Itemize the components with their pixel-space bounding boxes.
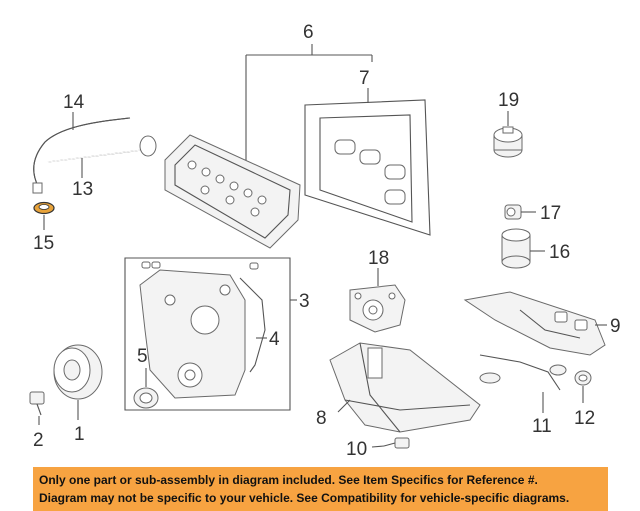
callout-16: 16 xyxy=(549,242,570,263)
callout-15: 15 xyxy=(33,233,54,254)
callout-3: 3 xyxy=(299,291,310,312)
pickup-oring-part xyxy=(574,370,592,386)
crankshaft-pulley-part xyxy=(53,344,103,400)
oil-filter-part xyxy=(501,228,531,269)
oil-filter-adapter-part xyxy=(504,204,522,220)
disclaimer-banner: Only one part or sub-assembly in diagram… xyxy=(33,467,608,511)
callout-17: 17 xyxy=(540,203,561,224)
oil-pickup-tube-part xyxy=(479,354,567,391)
dipstick-part xyxy=(47,135,157,163)
callout-10: 10 xyxy=(346,439,367,460)
pulley-bolt-part xyxy=(29,391,45,416)
callout-12: 12 xyxy=(574,408,595,429)
callout-2: 2 xyxy=(33,430,44,451)
callout-6: 6 xyxy=(303,22,314,43)
oil-filler-cap-part xyxy=(493,126,523,158)
callout-7: 7 xyxy=(359,68,370,89)
disclaimer-line-1: Only one part or sub-assembly in diagram… xyxy=(39,473,538,487)
callout-9: 9 xyxy=(610,316,621,337)
drain-plug-part xyxy=(383,437,410,449)
callout-5: 5 xyxy=(137,346,148,367)
dipstick-oring-part xyxy=(33,201,55,215)
valve-cover-part xyxy=(164,134,301,249)
callout-8: 8 xyxy=(316,408,327,429)
timing-cover-gasket-part xyxy=(239,277,266,373)
front-crank-seal-part xyxy=(133,387,159,409)
callout-19: 19 xyxy=(498,90,519,111)
callout-4: 4 xyxy=(269,329,280,350)
disclaimer-line-2: Diagram may not be specific to your vehi… xyxy=(39,491,570,505)
valve-cover-gasket-part xyxy=(319,114,413,223)
callout-11: 11 xyxy=(532,416,552,437)
callout-1: 1 xyxy=(74,424,85,445)
dipstick-tube-part xyxy=(32,117,131,194)
callout-14: 14 xyxy=(63,92,85,113)
callout-13: 13 xyxy=(72,179,93,200)
engine-parts-diagram: 14 13 15 6 7 19 17 xyxy=(29,22,621,460)
oil-pump-part xyxy=(349,284,406,333)
timing-cover-part xyxy=(139,261,259,399)
windage-tray-part xyxy=(463,291,606,356)
callout-18: 18 xyxy=(368,248,389,269)
oil-pan-part xyxy=(329,342,481,433)
